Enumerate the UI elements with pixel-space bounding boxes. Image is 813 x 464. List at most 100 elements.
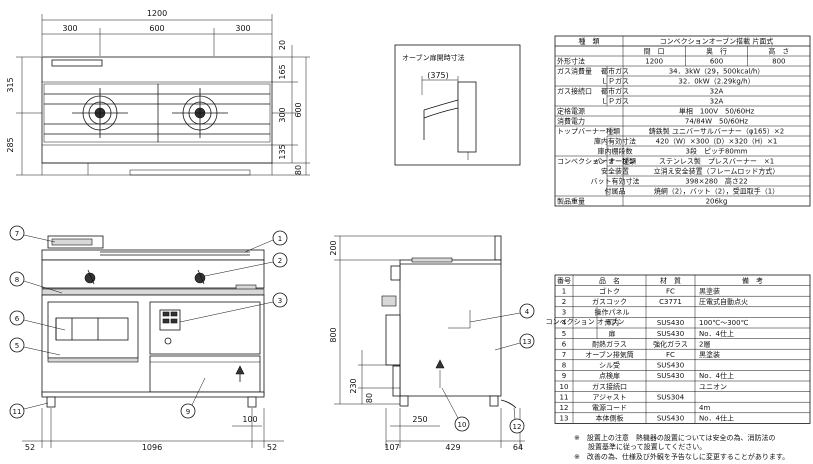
side-view: 200 800 230 80 100 250 107 429 64 4 13 1…	[232, 235, 535, 452]
parts-note: 黒塗装	[699, 350, 720, 359]
parts-header: 備 考	[742, 276, 763, 285]
parts-name: ガスコック	[592, 297, 627, 306]
spec-row-value: 32．0kW（2.29kg/h）	[678, 78, 754, 86]
svg-text:1: 1	[278, 235, 282, 243]
spec-row-value: 単相 100V 50/60Hz	[679, 107, 755, 116]
dim-64: 64	[513, 443, 523, 452]
spec-row-label: コンベクション オーブン	[557, 157, 636, 166]
parts-number: 13	[560, 415, 569, 423]
spec-row-value: 420（W）×300（D）×320（H）×1	[656, 138, 778, 146]
parts-name: オーブン排気筒	[585, 350, 634, 359]
parts-material: FC	[666, 287, 675, 295]
parts-note: 2層	[699, 340, 710, 348]
svg-text:5: 5	[15, 342, 19, 350]
spec-row-value: 398×280 高さ22	[685, 177, 748, 186]
spec-row-value: ステンレス製 プレスバーナー ×1	[659, 157, 774, 166]
parts-header: 品 名	[599, 276, 620, 285]
parts-number: 1	[562, 287, 566, 295]
parts-number: 6	[562, 340, 567, 348]
spec-row-col: 1200	[645, 58, 663, 66]
parts-name: 電源コード	[592, 403, 627, 412]
inset-title: オーブン扉開時寸法	[402, 53, 465, 62]
spec-row-value: 74/84W 50/60Hz	[685, 118, 749, 126]
spec-row-sub: 付属品	[605, 187, 626, 196]
dim-300-left: 300	[62, 24, 77, 33]
parts-note: 4m	[699, 404, 710, 412]
svg-text:7: 7	[15, 230, 19, 238]
spec-row-label: 消費電力	[557, 117, 585, 126]
spec-row-value: 鋳鉄製 ユニバーサルバーナー（φ165）×2	[649, 127, 784, 136]
spec-row-sub: 都市ガス	[601, 67, 629, 76]
spec-row-value: 206kg	[706, 198, 728, 206]
parts-note: No．4仕上	[699, 329, 734, 338]
spec-row-sub: 庫内有効寸法	[594, 137, 636, 146]
parts-material: 強化ガラス	[653, 339, 688, 348]
spec-row-label: 製品重量	[557, 197, 585, 206]
svg-text:9: 9	[186, 408, 190, 416]
svg-text:11: 11	[13, 408, 22, 416]
dim-200: 200	[329, 240, 338, 255]
callouts-side: 4 13 10 12	[441, 303, 535, 434]
front-knob-right	[194, 269, 206, 285]
parts-number: 8	[562, 362, 566, 370]
dim-20: 20	[278, 40, 287, 50]
parts-material: C3771	[659, 298, 682, 306]
parts-name: ゴトク	[599, 286, 620, 295]
parts-material: SUS430	[657, 330, 684, 338]
spec-row-sub: 安全装置	[601, 167, 629, 176]
spec-row-value: 3段 ピッチ80mm	[686, 147, 748, 156]
spec-row-col: 高 さ	[768, 47, 789, 56]
dim-429: 429	[445, 443, 460, 452]
dim-230: 230	[349, 378, 358, 393]
spec-row-sub: 都市ガス	[601, 87, 629, 96]
spec-row-sub: ＬＰガス	[601, 77, 629, 86]
dim-285: 285	[6, 137, 15, 152]
dim-52-left: 52	[25, 443, 35, 452]
parts-number: 7	[562, 351, 566, 359]
spec-row-value: 立消え安全装置（フレームロッド方式）	[654, 167, 780, 176]
parts-number: 2	[562, 298, 566, 306]
parts-oven-group: コンベクション オーブン	[546, 317, 625, 326]
top-grates	[43, 83, 271, 143]
svg-text:8: 8	[15, 276, 19, 284]
parts-name: 庫内	[605, 318, 619, 327]
dim-315: 315	[6, 77, 15, 92]
spec-row-label: ガス接続口	[557, 87, 592, 96]
dim-600-side: 600	[294, 102, 303, 117]
parts-name: ガス接続口	[592, 382, 627, 391]
parts-name: アジャスト	[592, 393, 626, 401]
spec-row-col: 600	[710, 58, 723, 66]
dim-1096: 1096	[142, 443, 162, 452]
dim-52-right: 52	[267, 443, 277, 452]
dim-800: 800	[329, 327, 338, 342]
spec-row-label: 定格電源	[557, 107, 585, 116]
spec-row-col: 奥 行	[706, 47, 727, 56]
parts-note: No．4仕上	[699, 414, 734, 423]
parts-material: SUS430	[657, 319, 684, 327]
svg-text:4: 4	[525, 308, 530, 316]
spec-row-sub: 庫内棚段数	[598, 147, 633, 156]
exhaust-top	[51, 59, 103, 67]
front-knob-left	[84, 269, 96, 285]
top-body-outline	[41, 56, 273, 164]
svg-text:12: 12	[513, 423, 522, 431]
spec-row-col: 800	[772, 58, 785, 66]
parts-number: 10	[560, 383, 569, 391]
dim-107: 107	[384, 443, 399, 452]
notes: ※ 設置上の注意 熱機器の設置については安全の為、消防法の 設置基準に従って設置…	[574, 433, 789, 461]
parts-number: 3	[562, 309, 566, 317]
top-burner-right	[172, 88, 228, 138]
parts-header: 材 質	[660, 276, 681, 285]
spec-row-sub: バーナー種類	[594, 157, 636, 166]
spec-row-sub: バット有効寸法	[591, 177, 640, 186]
dim-250: 250	[412, 415, 427, 424]
spec-row-value: 34．3kW（29，500kcal/h）	[669, 68, 765, 76]
svg-text:2: 2	[278, 257, 282, 265]
parts-number: 4	[562, 319, 567, 327]
spec-row-sub: ＬＰガス	[601, 97, 629, 106]
spec-row-value: 32A	[710, 98, 724, 106]
dim-600-mid: 600	[149, 24, 164, 33]
svg-text:13: 13	[523, 338, 532, 346]
